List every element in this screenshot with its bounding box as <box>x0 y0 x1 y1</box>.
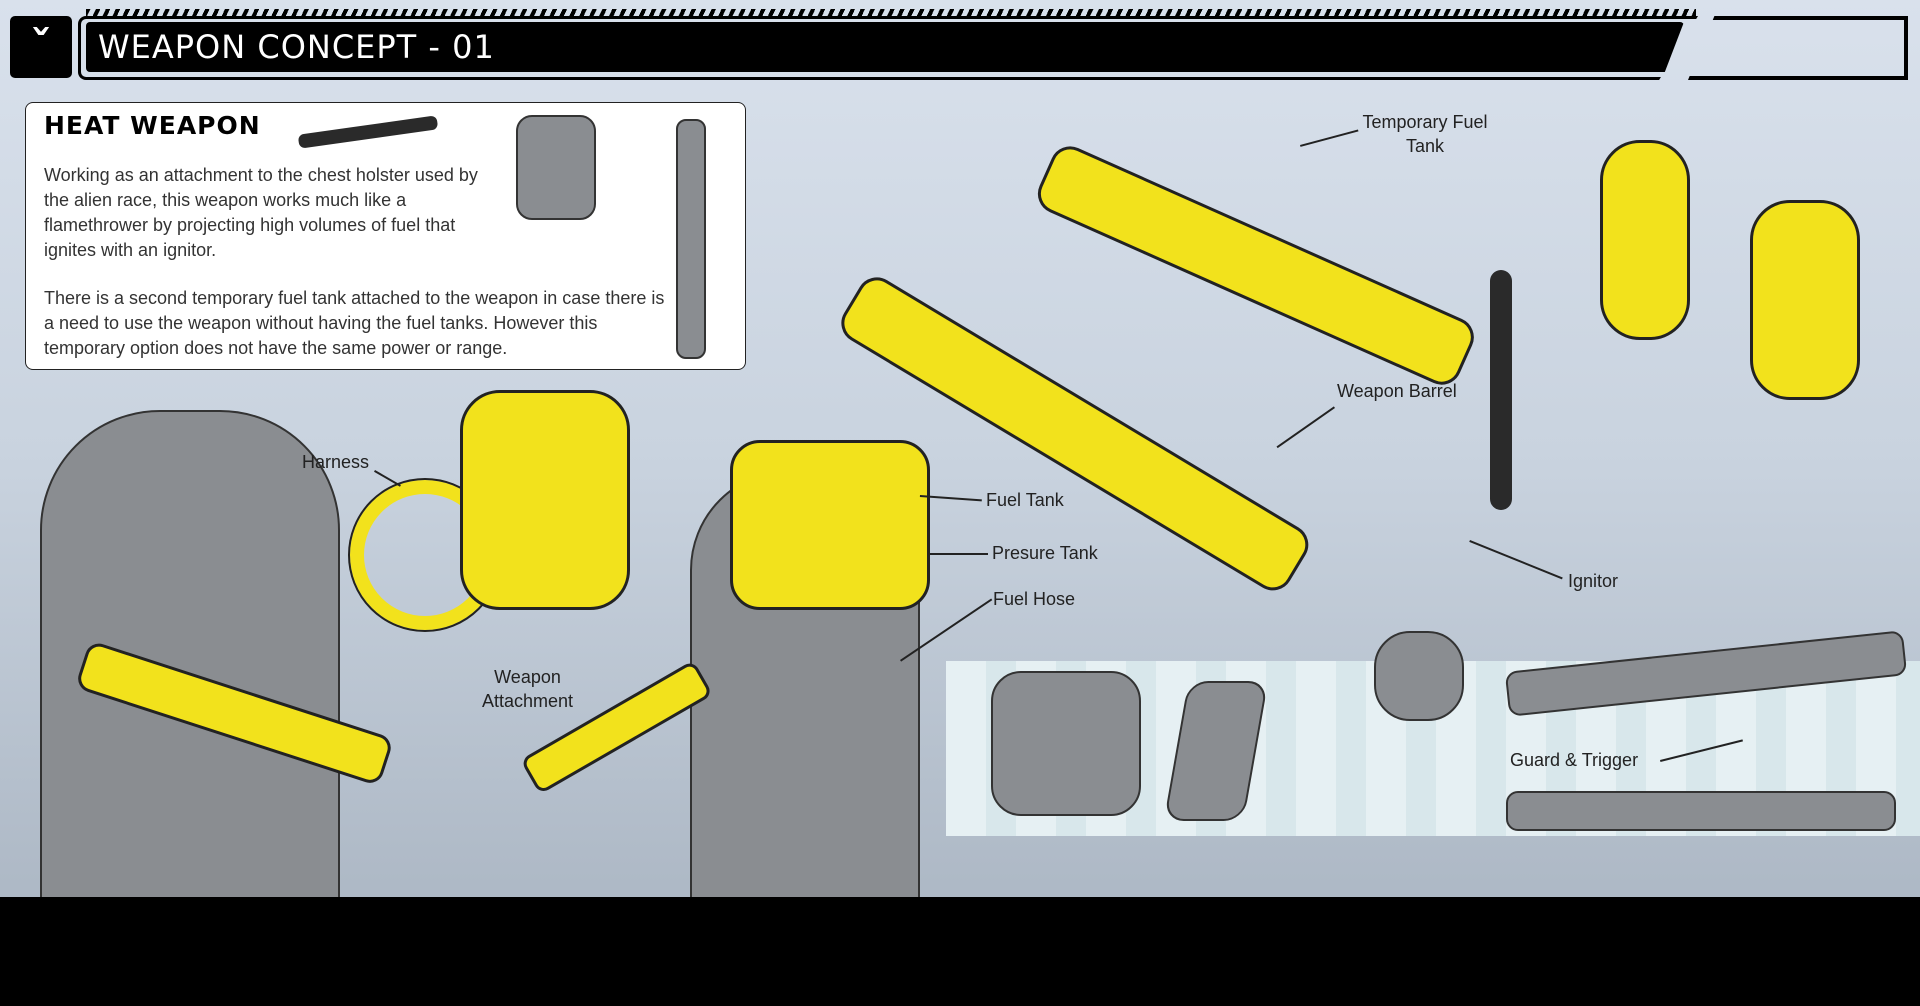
header-bar <box>86 22 1684 72</box>
weapon-front-view <box>1374 631 1464 721</box>
weapon-top-view <box>1506 791 1896 831</box>
callout-temporary-fuel-tank: Temporary Fuel Tank <box>1362 112 1488 156</box>
backpack-render <box>460 390 630 610</box>
leader-line <box>374 470 401 487</box>
callout-weapon-barrel: Weapon Barrel <box>1337 381 1457 401</box>
weapon-side-view <box>1504 630 1908 717</box>
callout-weapon-attachment: Weapon Attachment <box>481 667 574 711</box>
tank-side-view <box>1163 681 1269 821</box>
fuel-tank-topview <box>516 115 596 220</box>
header-right-frame <box>1688 16 1908 80</box>
leader-line <box>930 553 988 555</box>
turnaround-panel <box>946 630 1920 836</box>
info-heading: HEAT WEAPON <box>44 111 261 140</box>
callout-fuel-tank: Fuel Tank <box>986 490 1064 510</box>
callout-pressure-tank: Presure Tank <box>992 543 1098 563</box>
weapon-topview <box>676 119 706 359</box>
fuel-tanks-render-2 <box>1750 200 1860 400</box>
bottom-band <box>0 897 1920 1006</box>
weapon-silhouette <box>297 115 439 149</box>
info-panel: HEAT WEAPON Working as an attachment to … <box>25 102 746 370</box>
studio-logo-icon: ˇ <box>10 16 72 78</box>
callout-ignitor: Ignitor <box>1568 571 1619 591</box>
info-paragraph-1: Working as an attachment to the chest ho… <box>44 165 478 260</box>
info-paragraph-2: There is a second temporary fuel tank at… <box>44 288 665 358</box>
callout-fuel-hose: Fuel Hose <box>993 589 1076 609</box>
leader-line <box>1276 406 1335 449</box>
callout-guard-trigger: Guard & Trigger <box>1510 750 1639 770</box>
weapon-secondary-render <box>1031 140 1481 392</box>
leader-line <box>1469 540 1563 579</box>
alien-backpack-side <box>730 440 930 610</box>
callout-harness: Harness <box>302 452 370 472</box>
fuel-hose-render <box>1490 270 1512 510</box>
header-frame <box>78 16 1698 80</box>
tanks-back-view <box>991 671 1141 816</box>
header-hatch-decoration <box>86 9 1696 17</box>
page-title: WEAPON CONCEPT - 01 <box>98 28 495 66</box>
fuel-tanks-render <box>1600 140 1690 340</box>
